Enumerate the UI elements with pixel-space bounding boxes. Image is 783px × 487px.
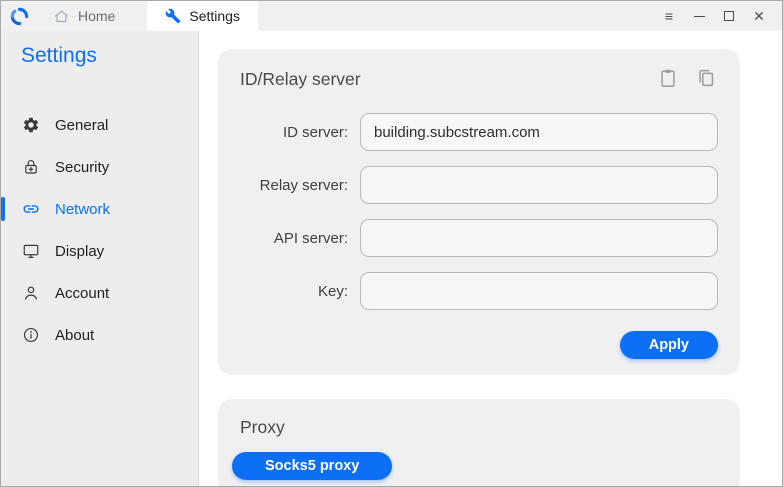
- active-indicator: [1, 197, 5, 221]
- app-logo: [1, 1, 37, 31]
- form-row-id-server: ID server:: [240, 113, 718, 151]
- rustdesk-logo-icon: [10, 7, 29, 26]
- link-icon: [22, 200, 40, 218]
- window-controls: ≡ ✕: [656, 1, 782, 31]
- maximize-button[interactable]: [716, 4, 742, 28]
- sidebar-item-label: About: [55, 327, 94, 344]
- settings-sidebar: Settings General Security: [1, 31, 199, 486]
- lock-icon: [22, 158, 40, 176]
- info-icon: [22, 326, 40, 344]
- sidebar-item-network[interactable]: Network: [1, 188, 198, 230]
- settings-menu: General Security Network: [1, 104, 198, 356]
- tab-home-label: Home: [78, 8, 115, 24]
- id-server-input[interactable]: [360, 113, 718, 151]
- home-icon: [53, 8, 70, 25]
- sidebar-item-label: Account: [55, 285, 109, 302]
- menu-icon: ≡: [665, 8, 673, 24]
- key-input[interactable]: [360, 272, 718, 310]
- sidebar-item-account[interactable]: Account: [1, 272, 198, 314]
- gear-icon: [22, 116, 40, 134]
- tab-settings[interactable]: Settings: [147, 1, 258, 31]
- tab-home[interactable]: Home: [37, 1, 131, 31]
- sidebar-item-label: Display: [55, 243, 104, 260]
- sidebar-item-label: Network: [55, 201, 110, 218]
- tab-settings-label: Settings: [189, 8, 240, 24]
- card-title: ID/Relay server: [240, 69, 361, 90]
- sidebar-item-display[interactable]: Display: [1, 230, 198, 272]
- form-row-api-server: API server:: [240, 219, 718, 257]
- close-icon: ✕: [753, 8, 765, 25]
- proxy-card-title: Proxy: [240, 417, 718, 438]
- maximize-icon: [724, 11, 734, 21]
- sidebar-item-general[interactable]: General: [1, 104, 198, 146]
- monitor-icon: [22, 242, 40, 260]
- copy-icon: [695, 67, 717, 89]
- id-server-label: ID server:: [240, 124, 348, 141]
- proxy-card: Proxy Socks5 proxy: [218, 399, 740, 486]
- settings-content: ID/Relay server: [199, 31, 782, 486]
- sidebar-title: Settings: [1, 44, 198, 68]
- apply-button[interactable]: Apply: [620, 331, 718, 359]
- titlebar: Home Settings ≡ ✕: [1, 1, 782, 31]
- sidebar-item-about[interactable]: About: [1, 314, 198, 356]
- paste-button[interactable]: [656, 67, 680, 91]
- sidebar-item-label: General: [55, 117, 108, 134]
- minimize-icon: [694, 16, 705, 17]
- paste-icon: [657, 67, 679, 89]
- socks5-proxy-button[interactable]: Socks5 proxy: [232, 452, 392, 480]
- close-button[interactable]: ✕: [746, 4, 772, 28]
- api-server-label: API server:: [240, 230, 348, 247]
- sidebar-item-security[interactable]: Security: [1, 146, 198, 188]
- minimize-button[interactable]: [686, 4, 712, 28]
- form-row-relay-server: Relay server:: [240, 166, 718, 204]
- form-row-key: Key:: [240, 272, 718, 310]
- sidebar-item-label: Security: [55, 159, 109, 176]
- wrench-icon: [165, 8, 181, 24]
- id-relay-server-card: ID/Relay server: [218, 49, 740, 375]
- relay-server-input[interactable]: [360, 166, 718, 204]
- key-label: Key:: [240, 283, 348, 300]
- person-icon: [22, 284, 40, 302]
- server-form: ID server: Relay server: API server: Key…: [240, 113, 718, 359]
- api-server-input[interactable]: [360, 219, 718, 257]
- window-menu-button[interactable]: ≡: [656, 4, 682, 28]
- relay-server-label: Relay server:: [240, 177, 348, 194]
- copy-button[interactable]: [694, 67, 718, 91]
